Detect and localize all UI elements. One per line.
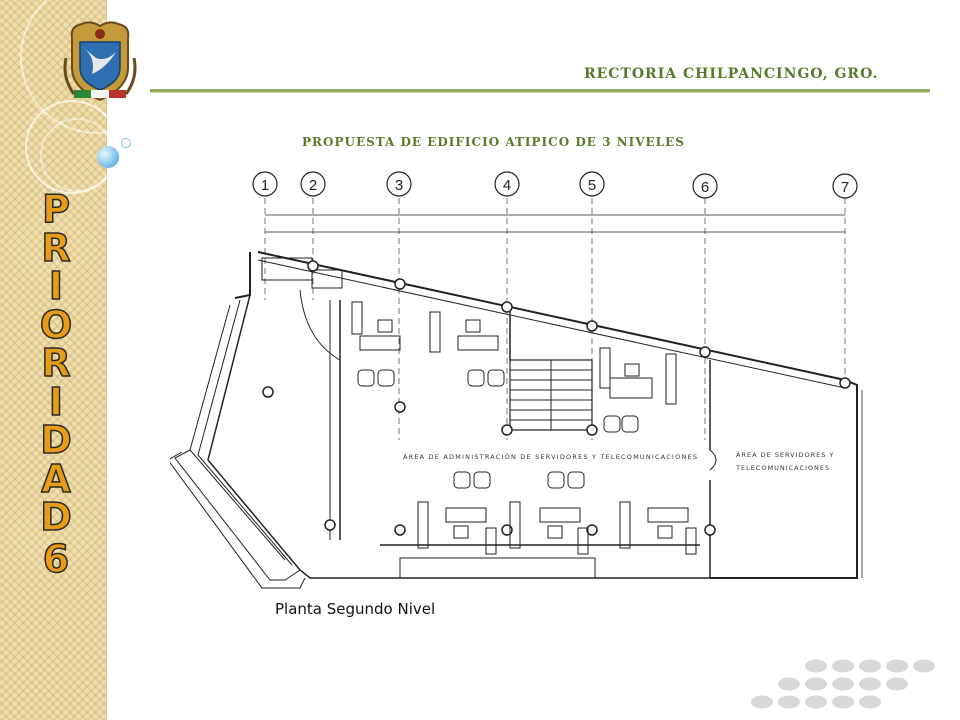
vertical-letter: I (48, 264, 64, 308)
vertical-letter: D (39, 418, 72, 462)
axis-label: 4 (503, 177, 511, 194)
floor-plan: 1 2 3 4 5 6 7 ÁREA DE ADMINISTRACIÓN DE … (170, 171, 863, 618)
vertical-letter: O (39, 302, 73, 347)
plan-caption: Planta Segundo Nivel (275, 600, 435, 618)
vertical-letter: D (39, 495, 72, 539)
vertical-title: P R I O R I D A D 6 (38, 187, 74, 581)
vertical-letter: I (48, 379, 64, 424)
university-crest-icon (63, 21, 137, 102)
vertical-number: 6 (42, 536, 70, 581)
vertical-letter: A (41, 456, 72, 501)
area-label-servers-2: TELECOMUNICACIONES (735, 464, 830, 472)
axis-label: 5 (588, 177, 596, 194)
axis-label: 6 (701, 179, 709, 196)
area-label-admin: ÁREA DE ADMINISTRACIÓN DE SERVIDORES Y T… (403, 452, 698, 461)
bubble-icon (121, 138, 131, 148)
area-label-servers-1: ÁREA DE SERVIDORES Y (736, 450, 834, 459)
axis-markers: 1 2 3 4 5 6 7 (252, 171, 858, 199)
axis-label: 1 (261, 177, 269, 194)
axis-label: 3 (395, 177, 403, 194)
header-divider (150, 89, 930, 93)
decorative-swirl (25, 100, 119, 194)
vertical-letter: R (41, 341, 72, 385)
bubble-icon (97, 146, 119, 168)
plan-title: PROPUESTA DE EDIFICIO ATIPICO DE 3 NIVEL… (302, 135, 685, 149)
vertical-letter: P (41, 187, 70, 231)
axis-label: 2 (309, 177, 317, 194)
sidebar-decoration (0, 0, 174, 720)
decorative-dots (751, 659, 935, 709)
axis-label: 7 (841, 179, 849, 196)
vertical-letter: R (41, 225, 72, 270)
header-title: RECTORIA CHILPANCINGO, GRO. (584, 66, 879, 82)
